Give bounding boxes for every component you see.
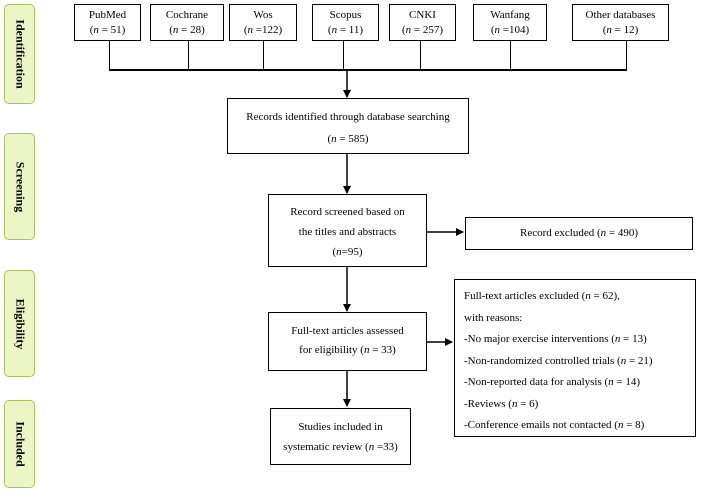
source-count: (n = 51) xyxy=(89,24,126,36)
connector xyxy=(188,41,189,70)
exclusion-reason: -No major exercise interventions (n = 13… xyxy=(464,333,647,345)
stage-included: Included xyxy=(4,400,35,488)
fulltext-excluded-box: Full-text articles excluded (n = 62), wi… xyxy=(454,279,696,437)
source-count: (n =104) xyxy=(490,24,530,36)
source-wanfang: Wanfang (n =104) xyxy=(473,4,547,41)
connector xyxy=(420,41,421,70)
exclusion-reason: -Reviews (n = 6) xyxy=(464,397,539,410)
screened-box: Record screened based on the titles and … xyxy=(268,194,427,267)
stage-eligibility: Eligibility xyxy=(4,270,35,377)
source-name: Scopus xyxy=(329,9,362,21)
source-count: (n = 257) xyxy=(401,24,444,36)
fulltext-excluded-subtitle: with reasons: xyxy=(464,311,523,324)
source-other: Other databases (n = 12) xyxy=(572,4,669,41)
source-name: Other databases xyxy=(585,9,656,21)
connector xyxy=(109,41,110,70)
source-wos: Wos (n =122) xyxy=(229,4,297,41)
source-name: CNKI xyxy=(409,9,436,21)
source-count: (n = 12) xyxy=(602,24,639,36)
screened-count: (n=95) xyxy=(332,246,363,258)
source-name: PubMed xyxy=(88,9,127,21)
connector xyxy=(626,41,627,70)
source-count: (n =122) xyxy=(243,24,283,36)
exclusion-reason: -Non-randomized controlled trials (n = 2… xyxy=(464,354,653,367)
source-name: Wos xyxy=(253,9,273,21)
connector xyxy=(109,69,627,71)
identified-box: Records identified through database sear… xyxy=(227,98,469,154)
identified-count: (n = 585) xyxy=(327,133,369,145)
stage-screening: Screening xyxy=(4,133,35,240)
exclusion-reason: -Non-reported data for analysis (n = 14) xyxy=(464,376,641,388)
included-line2: systematic review (n =33) xyxy=(283,441,398,453)
connector xyxy=(343,41,344,70)
identified-label: Records identified through database sear… xyxy=(246,111,450,123)
connector xyxy=(510,41,511,70)
assessed-line1: Full-text articles assessed xyxy=(291,325,404,337)
source-count: (n = 28) xyxy=(169,24,205,36)
connector xyxy=(263,41,264,70)
assessed-line2: for eligibility (n = 33) xyxy=(299,344,396,356)
source-name: Cochrane xyxy=(165,9,209,21)
screened-line1: Record screened based on xyxy=(290,206,405,218)
source-cochrane: Cochrane (n = 28) xyxy=(150,4,224,41)
screened-line2: the titles and abstracts xyxy=(298,226,397,238)
included-box: Studies included in systematic review (n… xyxy=(270,408,411,465)
source-scopus: Scopus (n = 11) xyxy=(312,4,379,41)
source-cnki: CNKI (n = 257) xyxy=(389,4,456,41)
record-excluded-box: Record excluded (n = 490) xyxy=(465,217,693,250)
source-pubmed: PubMed (n = 51) xyxy=(74,4,141,41)
included-line1: Studies included in xyxy=(298,421,383,433)
fulltext-excluded-title: Full-text articles excluded (n = 62), xyxy=(464,290,620,302)
exclusion-reason: -Conference emails not contacted (n = 8) xyxy=(464,419,645,431)
source-name: Wanfang xyxy=(490,9,530,21)
source-count: (n = 11) xyxy=(327,24,364,36)
stage-identification: Identification xyxy=(4,4,35,104)
assessed-box: Full-text articles assessed for eligibil… xyxy=(268,312,427,371)
